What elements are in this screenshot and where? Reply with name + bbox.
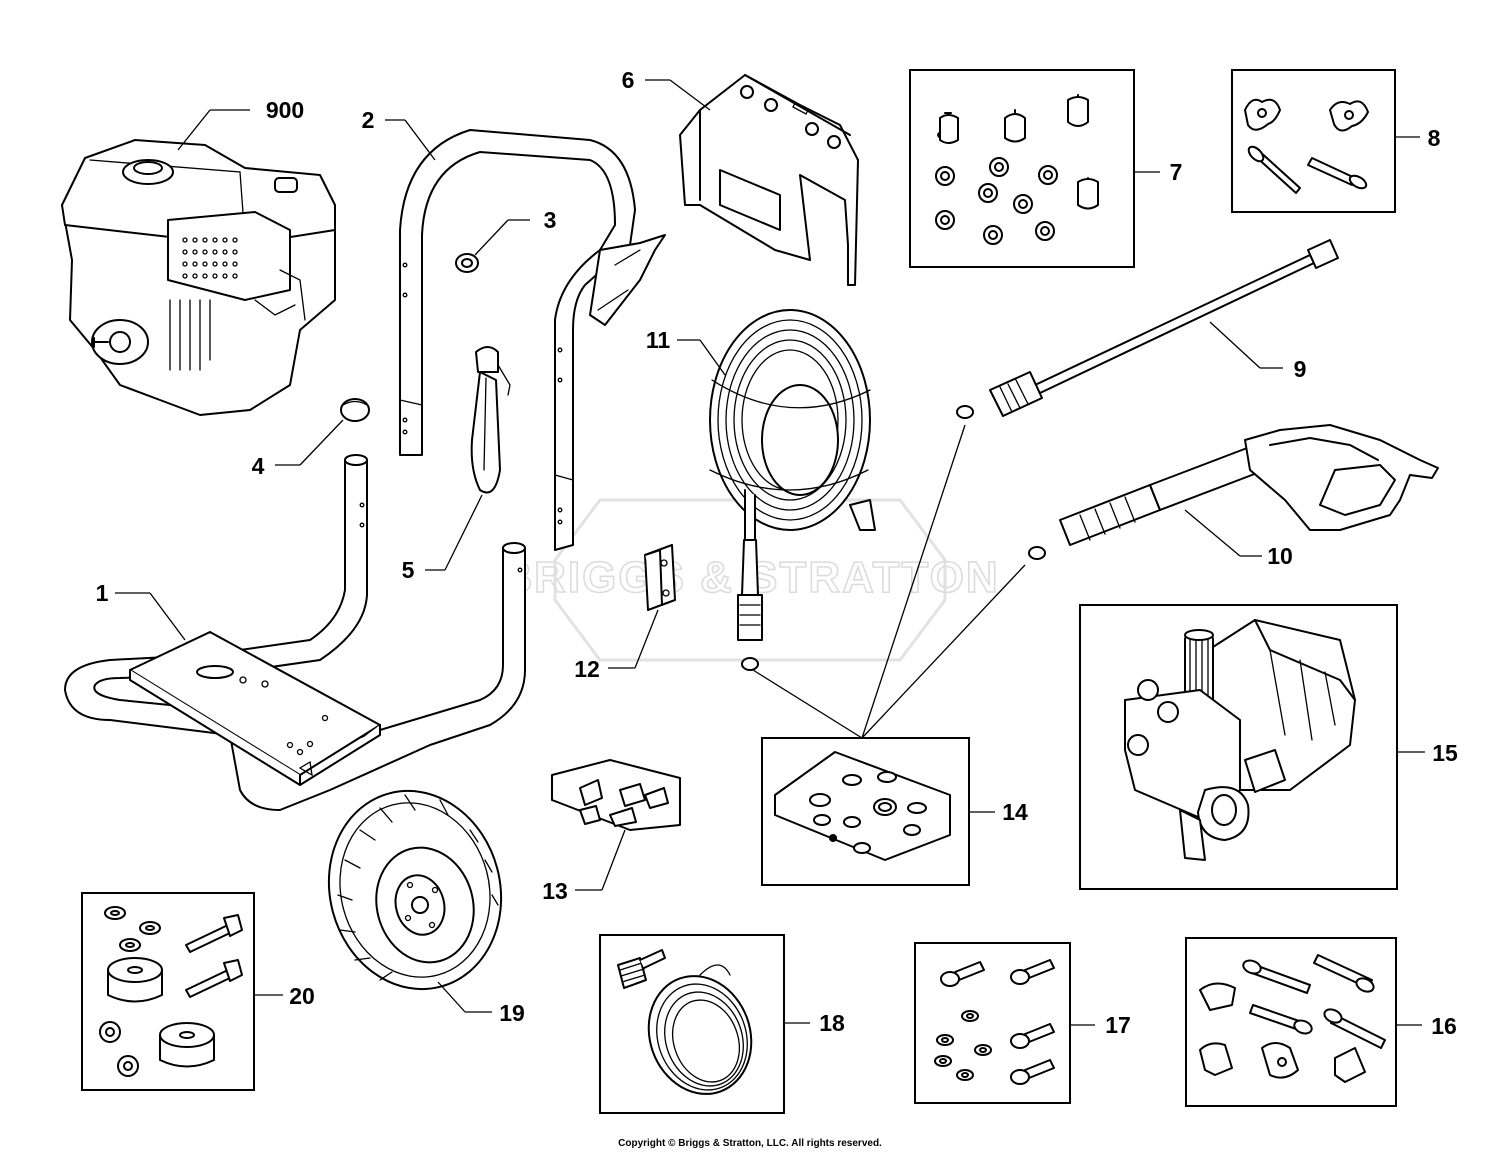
part-7-isolators-and-nuts xyxy=(935,94,1099,245)
part-15-pump xyxy=(1124,619,1356,861)
part-16-kit-box[interactable] xyxy=(1185,937,1397,1107)
callout-4: 4 xyxy=(252,453,265,479)
callout-900: 900 xyxy=(266,97,304,123)
callout-20: 20 xyxy=(289,983,315,1009)
callout-13: 13 xyxy=(542,878,568,904)
callout-1: 1 xyxy=(96,580,109,606)
part-13-nozzle-pack[interactable] xyxy=(551,759,681,831)
part-18-tube-and-fitting xyxy=(617,949,753,1095)
part-18-kit-box[interactable] xyxy=(599,934,785,1114)
callout-10: 10 xyxy=(1267,543,1293,569)
part-5-strap[interactable] xyxy=(470,346,511,494)
callout-6: 6 xyxy=(622,67,635,93)
callout-17: 17 xyxy=(1105,1012,1131,1038)
callout-3: 3 xyxy=(544,207,557,233)
part-15-pump-box[interactable] xyxy=(1079,604,1398,890)
part-17-screws-and-washers xyxy=(934,959,1055,1085)
part-1-frame[interactable] xyxy=(64,454,526,811)
part-19-wheel[interactable] xyxy=(307,771,523,1008)
callout-18: 18 xyxy=(819,1010,845,1036)
callout-5: 5 xyxy=(402,557,415,583)
callout-11: 11 xyxy=(646,327,671,353)
part-4-cap[interactable] xyxy=(340,398,370,422)
part-11-hose[interactable] xyxy=(709,309,876,671)
callout-14: 14 xyxy=(1002,799,1028,825)
part-3-grommet[interactable] xyxy=(455,253,479,273)
callout-9: 9 xyxy=(1294,356,1307,382)
part-2-handle[interactable] xyxy=(399,129,666,551)
part-7-kit-box[interactable] xyxy=(909,69,1135,268)
callout-16: 16 xyxy=(1431,1013,1457,1039)
part-10-gun[interactable] xyxy=(1028,424,1439,560)
callout-8: 8 xyxy=(1428,125,1441,151)
callout-7: 7 xyxy=(1170,159,1183,185)
part-16-bolts-and-knobs xyxy=(1199,954,1386,1083)
callout-2: 2 xyxy=(362,107,375,133)
part-17-kit-box[interactable] xyxy=(914,942,1071,1104)
callout-19: 19 xyxy=(499,1000,525,1026)
part-14-o-ring-pack xyxy=(774,751,951,861)
part-8-kit-box[interactable] xyxy=(1231,69,1396,213)
part-6-bracket[interactable] xyxy=(679,74,859,286)
part-9-wand[interactable] xyxy=(956,239,1339,419)
callout-12: 12 xyxy=(574,656,600,682)
part-20-kit-box[interactable] xyxy=(81,892,255,1091)
part-8-knobs-and-bolts xyxy=(1244,98,1369,194)
part-900-engine[interactable] xyxy=(61,139,336,416)
part-20-mounts-and-hardware xyxy=(99,906,243,1077)
part-12-nozzle-holder[interactable] xyxy=(644,544,676,611)
copyright-notice: Copyright © Briggs & Stratton, LLC. All … xyxy=(618,1138,882,1149)
callout-15: 15 xyxy=(1432,740,1458,766)
